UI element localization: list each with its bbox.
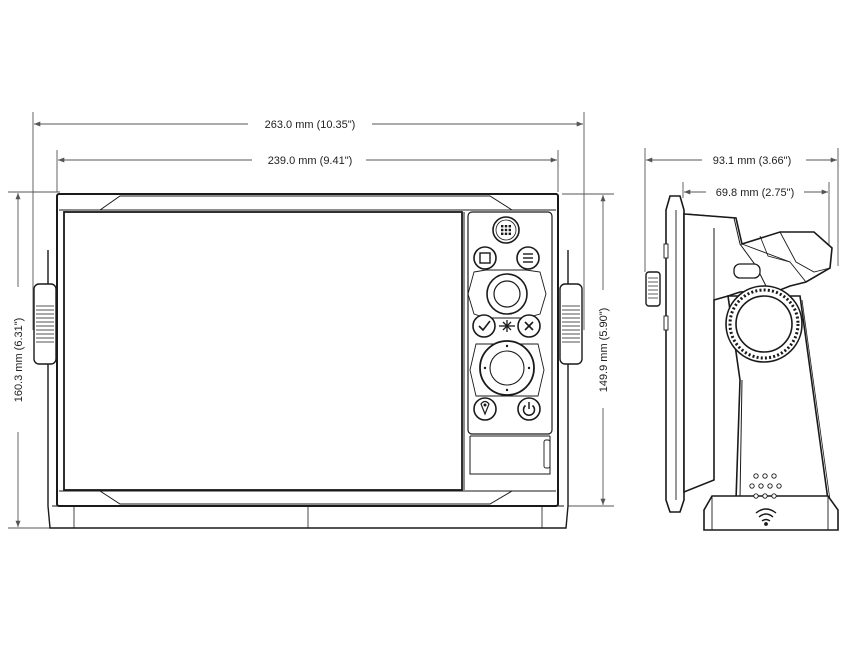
x-icon	[524, 321, 534, 331]
wifi-icon	[755, 508, 777, 526]
grid-icon	[501, 225, 511, 235]
side-base	[703, 495, 839, 531]
directional-pad[interactable]	[479, 340, 535, 396]
side-depth-label: 93.1 mm (3.66")	[713, 155, 792, 167]
overall-height-label: 160.3 mm (6.31")	[13, 318, 25, 403]
right-mount-knob	[559, 283, 583, 365]
speaker-grille	[749, 473, 782, 499]
body-height-label: 149.9 mm (5.90")	[598, 308, 610, 393]
power-button[interactable]	[517, 397, 541, 421]
check-icon	[478, 320, 491, 332]
dimension-side-body-depth: 69.8 mm (2.75")	[682, 182, 830, 250]
dimension-body-height: 149.9 mm (5.90")	[562, 193, 614, 507]
mob-button[interactable]	[473, 397, 497, 421]
waypoint-icon	[499, 320, 515, 332]
side-mount-knob	[725, 285, 803, 363]
square-icon	[479, 252, 491, 264]
overall-width-label: 263.0 mm (10.35")	[265, 119, 356, 131]
front-view	[33, 193, 583, 529]
cancel-button[interactable]	[517, 314, 541, 338]
rotary-knob[interactable]	[486, 273, 528, 315]
dimension-screen-width: 239.0 mm (9.41")	[56, 150, 559, 192]
list-icon	[523, 253, 533, 263]
power-icon	[522, 402, 536, 416]
display-screen	[63, 211, 463, 491]
home-button[interactable]	[492, 216, 520, 244]
dimension-side-depth: 93.1 mm (3.66")	[644, 148, 839, 272]
side-connector	[645, 271, 661, 307]
left-mount-knob	[33, 283, 57, 365]
waypoint-button[interactable]	[499, 320, 515, 332]
side-body-depth-label: 69.8 mm (2.75")	[716, 187, 795, 199]
dimension-overall-height: 160.3 mm (6.31")	[8, 191, 60, 529]
mob-icon	[480, 400, 490, 416]
side-view	[645, 195, 839, 531]
side-front-face	[665, 195, 685, 513]
pages-button[interactable]	[473, 246, 497, 270]
menu-button[interactable]	[516, 246, 540, 270]
enter-button[interactable]	[472, 314, 496, 338]
screen-width-label: 239.0 mm (9.41")	[268, 155, 353, 167]
dimension-overall-width: 263.0 mm (10.35")	[32, 112, 585, 330]
